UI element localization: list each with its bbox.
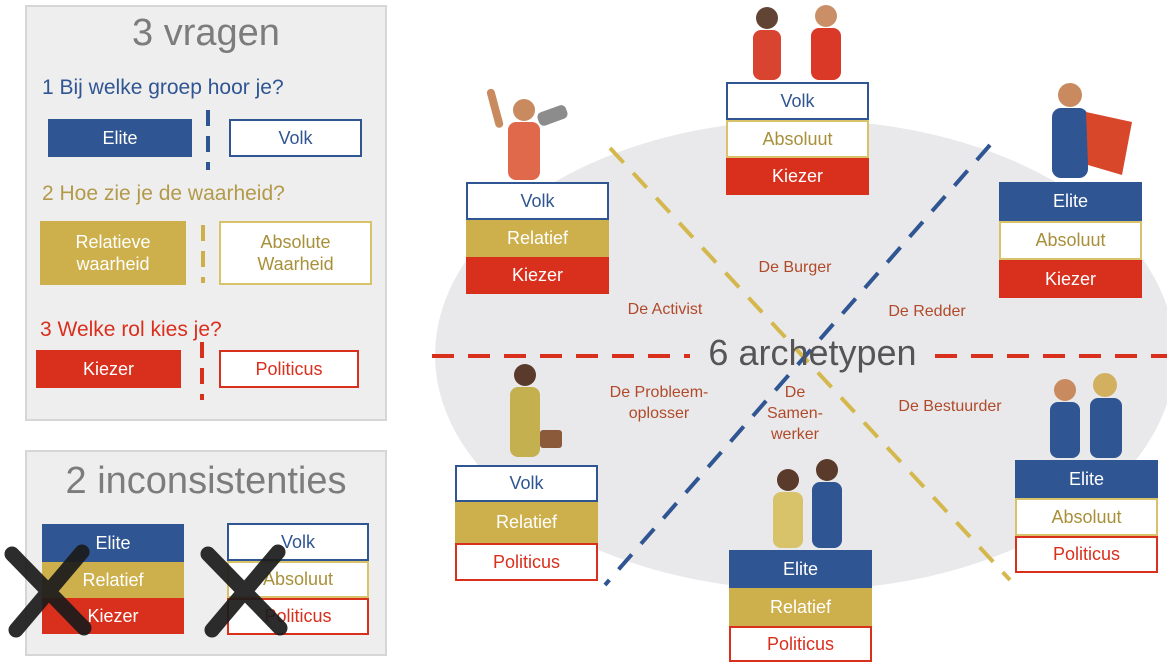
probleemoplosser-relatief: Relatief [455, 502, 598, 543]
archetype-label-activist: De Activist [627, 301, 703, 318]
option-volk: Volk [229, 119, 362, 157]
bestuurder-elite: Elite [1015, 460, 1158, 498]
question-3: 3 Welke rol kies je? [40, 318, 222, 341]
activist-volk: Volk [466, 182, 609, 220]
person-figure-icon [486, 88, 568, 180]
archetype-label-samenwerker: De Samen- werker [766, 384, 824, 443]
archetype-label-probleemoplosser: De Probleem- oplosser [609, 384, 709, 422]
samenwerker-elite: Elite [729, 550, 872, 588]
probleemoplosser-politicus: Politicus [455, 543, 598, 581]
redder-absoluut: Absoluut [999, 221, 1142, 260]
probleemoplosser-volk: Volk [455, 465, 598, 502]
inconsistencies-title: 2 inconsistenties [65, 460, 347, 502]
inconsistent-a-elite: Elite [42, 524, 184, 562]
archetype-label-redder: De Redder [888, 303, 966, 320]
person-figure-icon [510, 364, 562, 457]
redder-kiezer: Kiezer [999, 260, 1142, 298]
person-figure-icon [753, 5, 841, 80]
archetype-label-bestuurder: De Bestuurder [898, 398, 1002, 415]
samenwerker-relatief: Relatief [729, 588, 872, 626]
center-title: 6 archetypen [708, 332, 917, 373]
burger-kiezer: Kiezer [726, 158, 869, 195]
cross-mark-icon [4, 544, 92, 638]
divider-3 [200, 342, 204, 400]
redder-elite: Elite [999, 182, 1142, 221]
person-figure-icon [1050, 373, 1122, 458]
option-politicus: Politicus [219, 350, 359, 388]
divider-1 [206, 110, 210, 170]
option-relatieve-waarheid: Relatieve waarheid [40, 221, 186, 285]
burger-volk: Volk [726, 82, 869, 120]
bestuurder-absoluut: Absoluut [1015, 498, 1158, 536]
question-2: 2 Hoe zie je de waarheid? [42, 182, 285, 205]
activist-kiezer: Kiezer [466, 257, 609, 294]
option-kiezer: Kiezer [36, 350, 181, 388]
option-elite: Elite [48, 119, 192, 157]
burger-absoluut: Absoluut [726, 120, 869, 158]
archetype-label-burger: De Burger [758, 259, 832, 276]
yellow-divider [608, 146, 1012, 582]
divider-2 [201, 225, 205, 283]
person-figure-icon [773, 459, 842, 548]
bestuurder-politicus: Politicus [1015, 536, 1158, 573]
questions-title: 3 vragen [132, 12, 280, 54]
samenwerker-politicus: Politicus [729, 626, 872, 662]
inconsistent-b-volk: Volk [227, 523, 369, 561]
blue-divider [603, 143, 992, 587]
option-absolute-waarheid: Absolute Waarheid [219, 221, 372, 285]
question-1: 1 Bij welke groep hoor je? [42, 76, 284, 99]
activist-relatief: Relatief [466, 220, 609, 257]
cross-mark-icon [200, 544, 288, 638]
person-figure-icon [1052, 83, 1132, 178]
